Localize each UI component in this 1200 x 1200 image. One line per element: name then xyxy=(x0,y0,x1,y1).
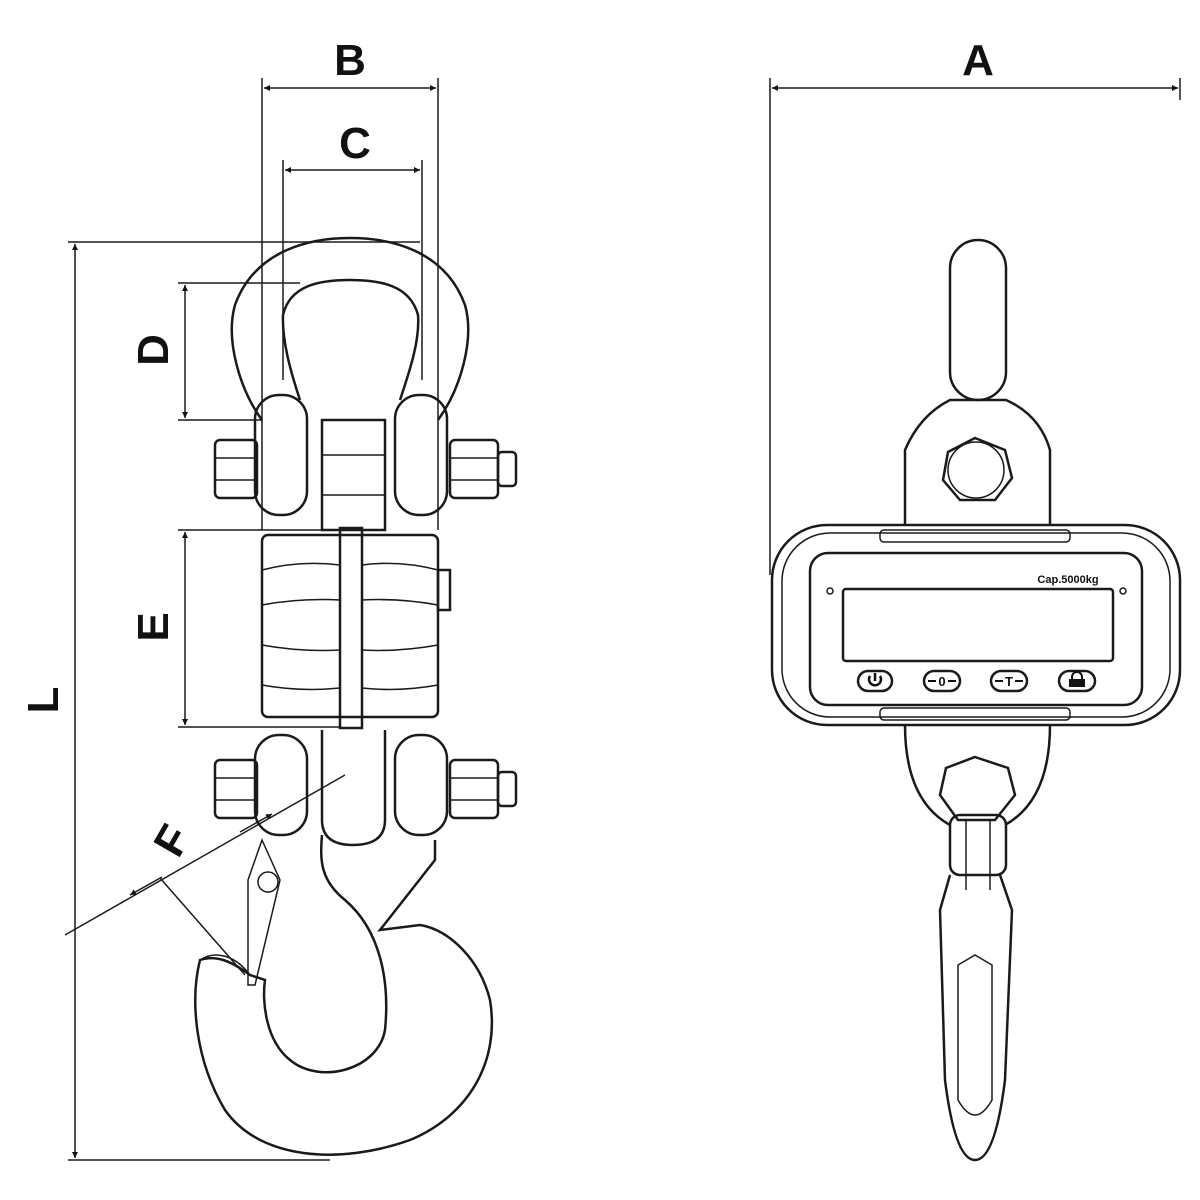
dimension-label-a: A xyxy=(962,36,994,85)
dimension-a: A xyxy=(769,36,1181,575)
power-button[interactable] xyxy=(856,669,894,693)
dimension-l: L xyxy=(19,241,420,1161)
lock-button[interactable] xyxy=(1057,669,1097,693)
zero-button-label: 0 xyxy=(938,674,945,689)
lock-icon xyxy=(1069,671,1085,687)
dimension-c: C xyxy=(282,119,423,380)
shackle xyxy=(213,236,518,532)
zero-button[interactable]: 0 xyxy=(922,669,962,693)
side-view: B C L D E xyxy=(19,36,518,1161)
top-shackle xyxy=(903,238,1052,525)
dimension-label-b: B xyxy=(334,36,366,85)
dimension-b: B xyxy=(261,36,439,530)
capacity-label: Cap.5000kg xyxy=(1037,574,1098,586)
dimension-e: E xyxy=(129,529,340,728)
tare-button[interactable]: T xyxy=(989,669,1029,693)
indicator-housing: Cap.5000kg 0 T xyxy=(770,523,1182,727)
dimension-label-d: D xyxy=(129,334,178,366)
bottom-hook xyxy=(903,724,1052,1162)
lower-swivel xyxy=(213,730,518,847)
dimension-label-f: F xyxy=(145,817,201,865)
nut-left xyxy=(213,438,259,500)
dimension-f: F xyxy=(64,774,346,976)
dimension-d: D xyxy=(129,282,300,421)
dimension-label-l: L xyxy=(19,687,68,714)
weight-display-screen xyxy=(841,587,1115,663)
power-icon xyxy=(867,673,883,687)
dimension-label-e: E xyxy=(129,612,178,641)
tare-button-label: T xyxy=(1005,674,1013,689)
front-view: A Cap.5000kg xyxy=(769,36,1182,1162)
hook xyxy=(194,834,494,1156)
load-cell-body xyxy=(260,526,452,730)
nut-right xyxy=(448,438,500,500)
dimension-label-c: C xyxy=(339,119,371,168)
